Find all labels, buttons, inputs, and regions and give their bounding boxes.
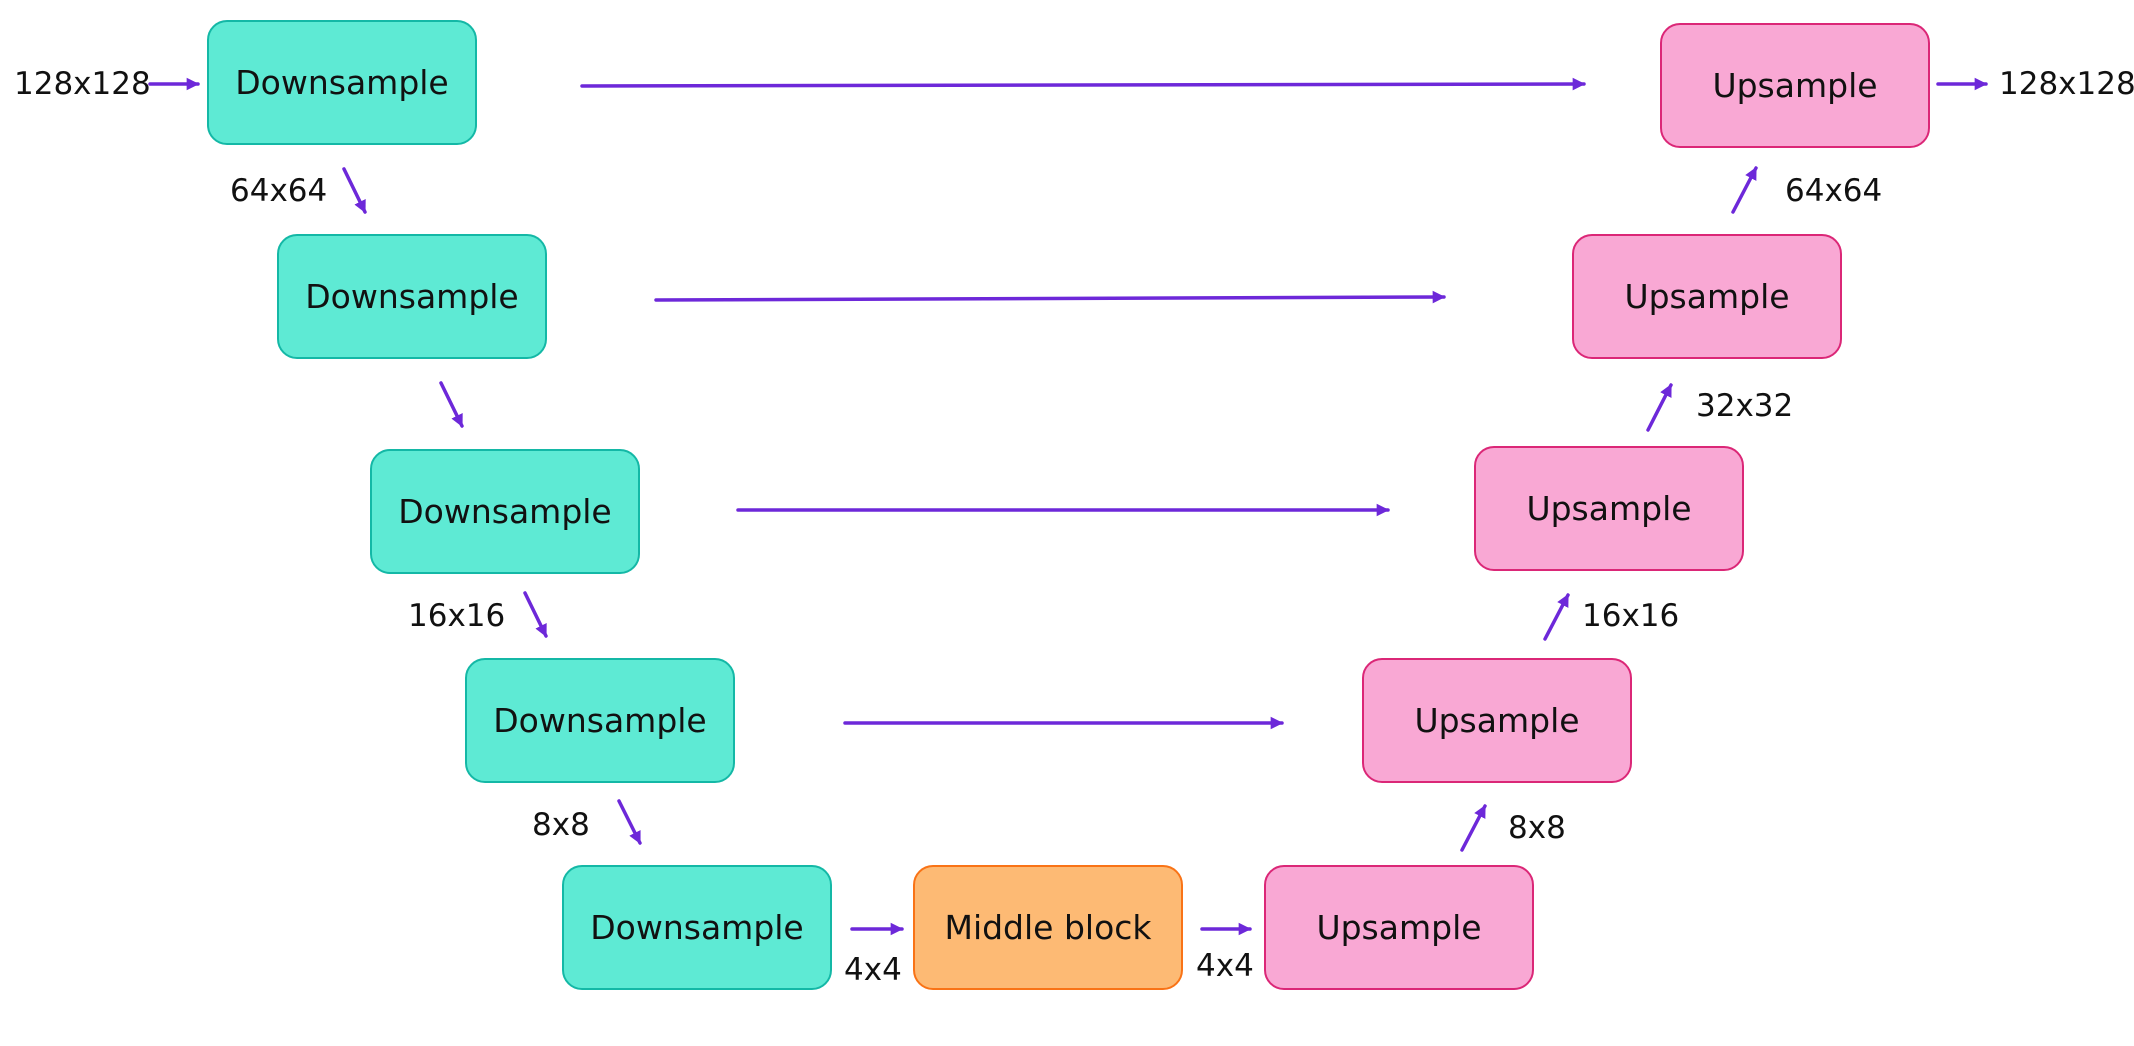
downsample-block-2: Downsample xyxy=(277,234,547,359)
encoder-arrow-1 xyxy=(342,167,367,214)
decoder-resolution-32-label: 32x32 xyxy=(1696,388,1794,424)
decoder-arrow-4 xyxy=(1731,166,1758,214)
decoder-resolution-16-label: 16x16 xyxy=(1582,598,1680,634)
downsample-block-label: Downsample xyxy=(493,701,707,740)
upsample-block-5: Upsample xyxy=(1660,23,1930,148)
encoder-resolution-8-label: 8x8 xyxy=(532,807,590,843)
output-resolution-label: 128x128 xyxy=(1999,66,2134,102)
encoder-arrow-3 xyxy=(523,591,548,638)
encoder-arrow-4 xyxy=(617,799,642,845)
downsample-block-1: Downsample xyxy=(207,20,477,145)
middle-block: Middle block xyxy=(913,865,1183,990)
bottleneck-in-resolution-label: 4x4 xyxy=(844,952,902,988)
skip-connection-2 xyxy=(654,290,1446,304)
upsample-block-1: Upsample xyxy=(1264,865,1534,990)
upsample-block-label: Upsample xyxy=(1624,277,1790,316)
upsample-block-3: Upsample xyxy=(1474,446,1744,571)
upsample-block-label: Upsample xyxy=(1414,701,1580,740)
upsample-block-label: Upsample xyxy=(1526,489,1692,528)
downsample-block-label: Downsample xyxy=(590,908,804,947)
upsample-block-label: Upsample xyxy=(1316,908,1482,947)
encoder-resolution-16-label: 16x16 xyxy=(408,598,506,634)
decoder-resolution-8-label: 8x8 xyxy=(1508,810,1566,846)
encoder-arrow-2 xyxy=(439,381,464,428)
skip-connection-1 xyxy=(580,77,1586,91)
middle-block-label: Middle block xyxy=(944,908,1152,947)
decoder-resolution-64-label: 64x64 xyxy=(1785,173,1883,209)
downsample-block-label: Downsample xyxy=(305,277,519,316)
downsample-block-4: Downsample xyxy=(465,658,735,783)
upsample-block-2: Upsample xyxy=(1362,658,1632,783)
upsample-block-label: Upsample xyxy=(1712,66,1878,105)
encoder-resolution-64-label: 64x64 xyxy=(230,173,328,209)
input-resolution-label: 128x128 xyxy=(14,66,151,102)
downsample-block-label: Downsample xyxy=(398,492,612,531)
decoder-arrow-2 xyxy=(1543,593,1570,641)
bottleneck-out-resolution-label: 4x4 xyxy=(1196,948,1254,984)
downsample-block-5: Downsample xyxy=(562,865,832,990)
downsample-block-3: Downsample xyxy=(370,449,640,574)
decoder-arrow-3 xyxy=(1646,383,1673,432)
downsample-block-label: Downsample xyxy=(235,63,449,102)
decoder-arrow-1 xyxy=(1460,804,1487,852)
upsample-block-4: Upsample xyxy=(1572,234,1842,359)
